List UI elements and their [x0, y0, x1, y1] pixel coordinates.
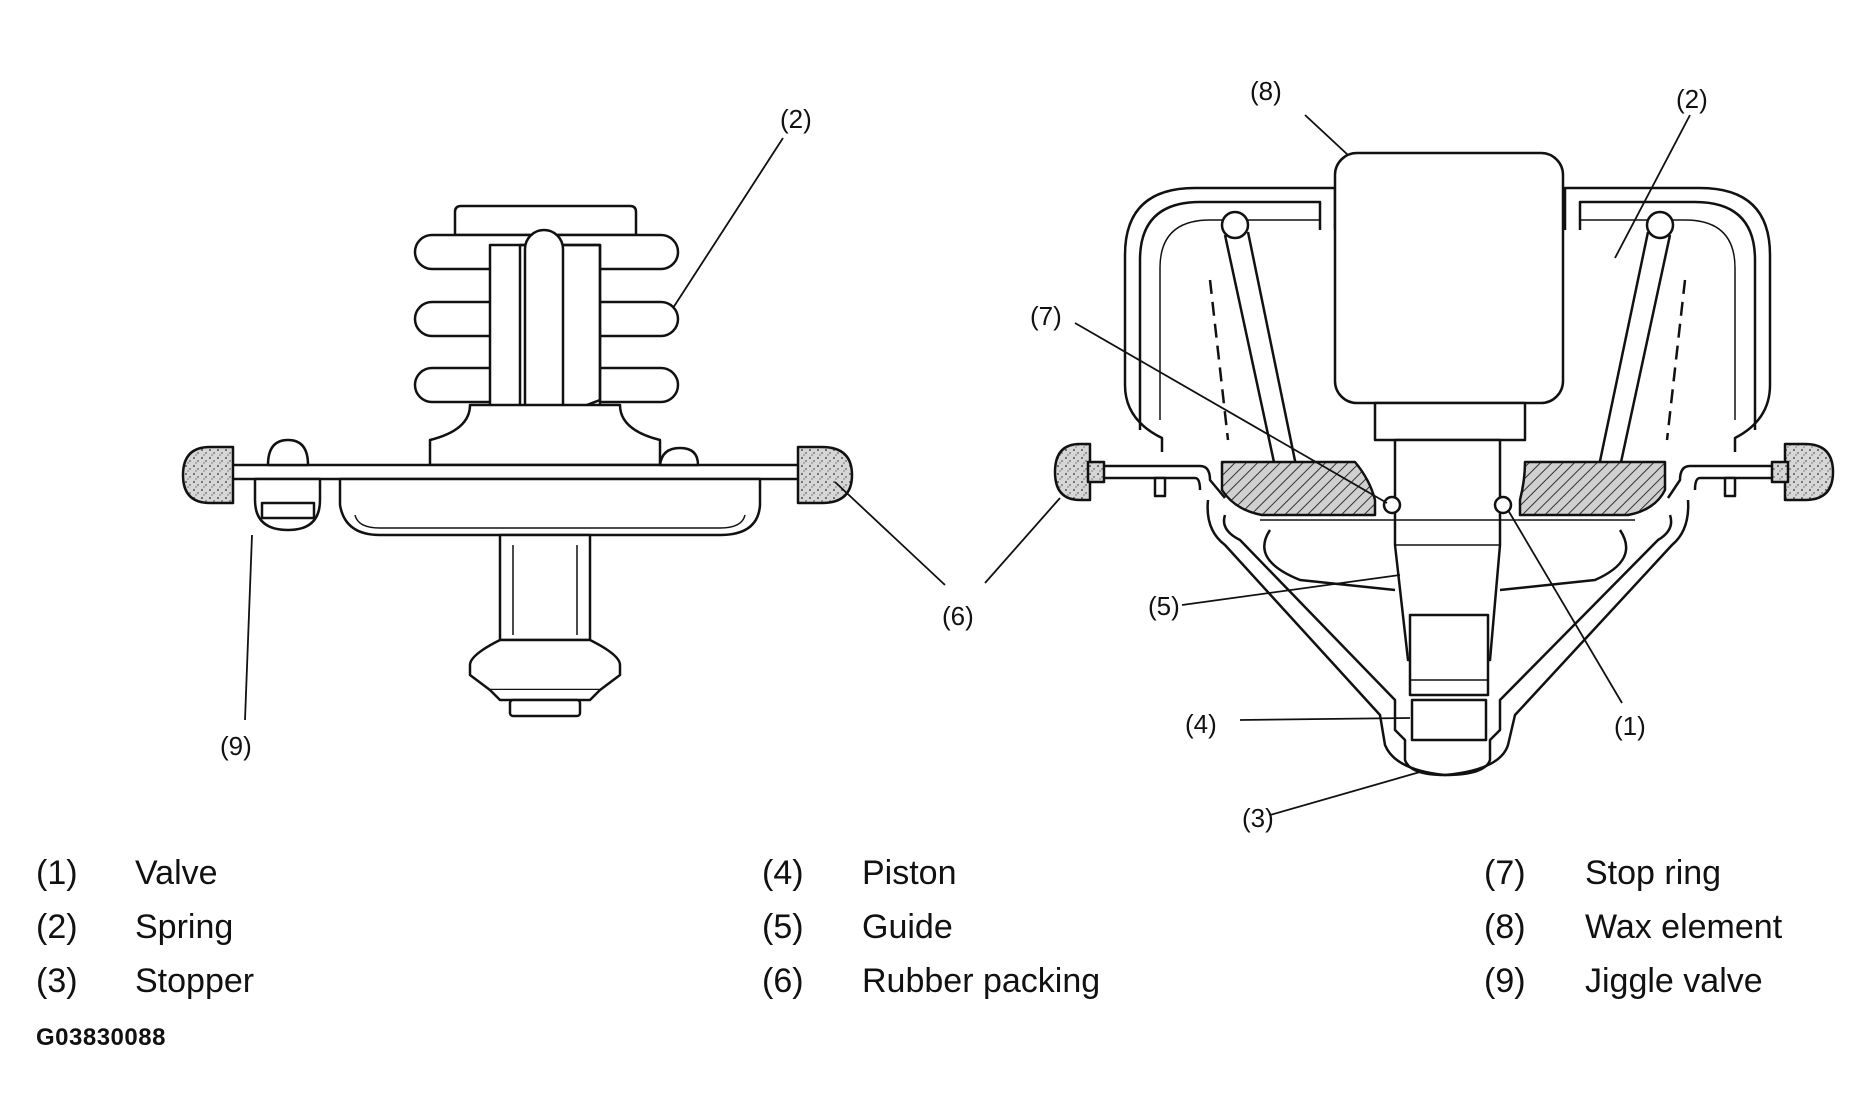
- callout-8: (8): [1250, 76, 1282, 106]
- valve-seat-left: [1220, 460, 1377, 517]
- callout-2-right: (2): [1676, 84, 1708, 114]
- thermostat-exterior-view: [181, 204, 854, 718]
- callout-4: (4): [1185, 709, 1217, 739]
- valve-seat-right: [1518, 460, 1667, 517]
- callout-9: (9): [220, 731, 252, 761]
- rubber-packing-section-right: [1783, 442, 1835, 502]
- stop-ring-left: [1382, 495, 1402, 515]
- body-column: [428, 403, 662, 467]
- valve-plate-loop: [1263, 529, 1628, 592]
- section-flange: [1080, 464, 1226, 499]
- bottom-poppet: [468, 638, 622, 692]
- spring-bracket: [1123, 186, 1772, 452]
- jiggle-dome: [266, 438, 310, 467]
- thermostat-section-view: [1053, 151, 1835, 777]
- callout-7: (7): [1030, 301, 1062, 331]
- piston: [1408, 613, 1490, 697]
- callout-labels: (2) (9) (6) (8) (2) (7) (5) (4) (3) (1): [220, 76, 1708, 833]
- callout-2-left: (2): [780, 104, 812, 134]
- top-cap: [453, 204, 638, 237]
- rubber-packing-section-left: [1053, 442, 1092, 502]
- rubber-packing-right: [796, 445, 854, 505]
- stop-ring-right: [1493, 495, 1513, 515]
- valve-dish: [338, 477, 762, 537]
- callout-1: (1): [1614, 711, 1646, 741]
- wax-element: [1333, 151, 1565, 405]
- stopper: [1410, 698, 1488, 742]
- callout-3: (3): [1242, 803, 1274, 833]
- flange-bump: [658, 446, 700, 467]
- callout-5: (5): [1148, 591, 1180, 621]
- rubber-packing-left: [181, 445, 235, 505]
- callout-6-left: (6): [942, 601, 974, 631]
- leader-lines: [244, 114, 1691, 816]
- flange-plate: [213, 463, 815, 481]
